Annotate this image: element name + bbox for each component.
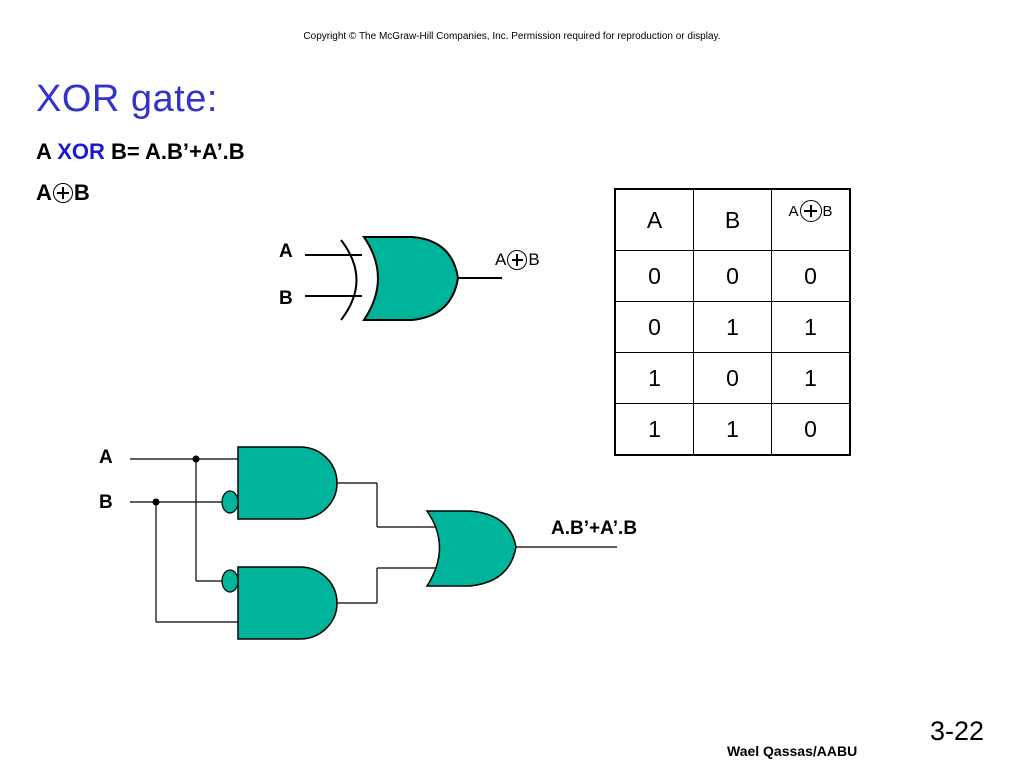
table-cell: 1	[771, 301, 851, 353]
slide-number: 3-22	[930, 716, 985, 746]
or-gate	[425, 510, 517, 587]
table-cell: 1	[614, 403, 694, 456]
table-cell: 0	[693, 352, 772, 404]
table-cell: 0	[614, 301, 694, 353]
header-a: A	[614, 188, 694, 251]
table-cell: 0	[614, 250, 694, 302]
truth-table: A B A B 0 0 0 0 1 1 1 0 1 1 1 0	[614, 188, 851, 456]
footer-author: Wael Qassas/AABU	[727, 743, 858, 759]
inverter-bubble-b	[221, 490, 239, 514]
equation-lhs: A	[36, 139, 52, 164]
header-xor-a: A	[788, 202, 799, 220]
table-cell: 1	[614, 352, 694, 404]
table-row: 1 0 1	[614, 352, 851, 404]
and-gate-2	[237, 566, 338, 640]
table-row: 1 1 0	[614, 403, 851, 456]
xor-output-label: A B	[495, 250, 540, 270]
xor-equation: A XOR B= A.B’+A’.B	[36, 139, 245, 165]
table-row: 0 0 0	[614, 250, 851, 302]
symbol-expr-a: A	[36, 180, 52, 205]
inverter-bubble-a	[221, 569, 239, 593]
xor-input-b-label: B	[279, 288, 293, 309]
junction-a	[192, 455, 200, 463]
truth-table-header-row: A B A B	[614, 188, 851, 251]
symbol-expr-b: B	[73, 180, 90, 205]
equation-rhs: B= A.B’+A’.B	[111, 139, 245, 164]
equation-op: XOR	[57, 139, 105, 164]
xor-circle-plus-icon	[799, 200, 822, 222]
xor-input-a-label: A	[279, 241, 293, 262]
slide-title: XOR gate:	[36, 78, 218, 120]
copyright-notice: Copyright © The McGraw-Hill Companies, I…	[303, 31, 721, 42]
xor-gate-body	[362, 236, 460, 321]
header-xor: A B	[771, 188, 851, 251]
table-cell: 1	[771, 352, 851, 404]
xor-output-a: A	[495, 250, 507, 269]
xor-output-b: B	[528, 250, 540, 269]
table-cell: 0	[693, 250, 772, 302]
and-gate-1	[237, 446, 338, 520]
header-b: B	[693, 188, 772, 251]
junction-b	[152, 498, 160, 506]
header-xor-b: B	[822, 202, 833, 220]
table-row: 0 1 1	[614, 301, 851, 353]
table-cell: 1	[693, 301, 772, 353]
circuit-output-label: A.B’+A’.B	[551, 518, 638, 539]
table-cell: 1	[693, 403, 772, 456]
xor-circle-plus-icon	[52, 183, 73, 203]
xor-circle-plus-icon	[507, 250, 528, 270]
table-cell: 0	[771, 403, 851, 456]
circuit-input-b-label: B	[99, 492, 113, 513]
table-cell: 0	[771, 250, 851, 302]
xor-extra-curve	[340, 239, 358, 321]
xor-symbol-expression: A B	[36, 180, 90, 206]
circuit-input-a-label: A	[99, 447, 113, 468]
